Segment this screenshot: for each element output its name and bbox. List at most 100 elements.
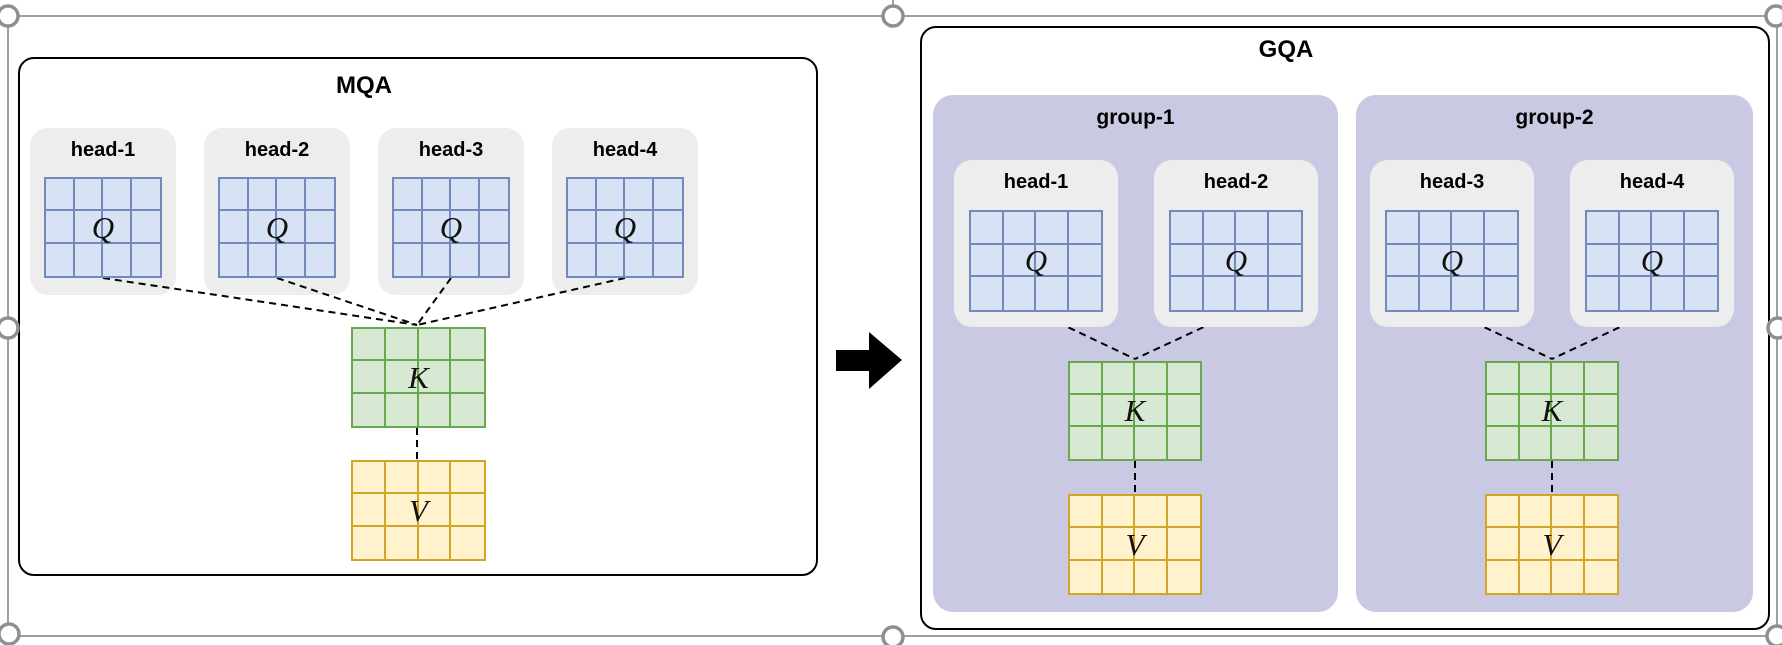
grid-cell (1171, 277, 1204, 310)
grid-cell (103, 179, 132, 212)
grid-cell (74, 211, 103, 244)
grid-cell (1487, 496, 1520, 529)
panel-title-gqa: GQA (1258, 36, 1314, 63)
grid-cell (306, 244, 335, 276)
grid-cell (419, 393, 452, 426)
grid-cell (1519, 395, 1552, 427)
grid-cell (1585, 561, 1618, 593)
q-matrix-grid: Q (1385, 210, 1519, 312)
grid-cell (1552, 395, 1585, 427)
grid-cell (596, 179, 625, 212)
grid-cell (353, 526, 386, 559)
grid-cell (625, 179, 654, 212)
v-matrix-grid: V (351, 460, 486, 561)
selection-handle-bottom-left[interactable] (0, 622, 21, 645)
grid-cell (277, 179, 306, 212)
head-card-label: head-3 (418, 139, 484, 161)
grid-cell (1203, 244, 1236, 278)
grid-cell (568, 243, 597, 276)
grid-cell (451, 243, 480, 276)
head-card-label: head-4 (592, 139, 658, 161)
selection-handle-top-right[interactable] (1764, 4, 1782, 28)
grid-cell (46, 211, 75, 244)
grid-cell (1036, 277, 1069, 310)
grid-cell (423, 243, 451, 276)
grid-cell (1167, 395, 1200, 427)
q-matrix-grid: Q (969, 210, 1103, 312)
grid-cell (1620, 277, 1652, 310)
selection-handle-top-left[interactable] (0, 4, 20, 28)
grid-cell (418, 462, 452, 495)
grid-cell (1268, 212, 1301, 245)
grid-cell (451, 494, 484, 527)
grid-cell (353, 361, 386, 394)
grid-cell (1587, 244, 1620, 278)
q-matrix-grid: Q (566, 177, 684, 278)
grid-cell (1070, 395, 1103, 427)
grid-cell (1619, 244, 1652, 278)
grid-cell (1236, 277, 1269, 310)
grid-cell (1519, 496, 1552, 529)
grid-cell (625, 243, 654, 276)
grid-cell (1584, 528, 1617, 561)
grid-cell (132, 244, 161, 276)
right-arrow-icon (836, 332, 902, 389)
grid-cell (971, 212, 1004, 245)
grid-cell (971, 277, 1004, 310)
selection-handle-middle-left[interactable] (0, 316, 20, 340)
grid-cell (568, 179, 597, 212)
grid-cell (625, 211, 654, 244)
grid-cell (1268, 245, 1301, 278)
grid-cell (1070, 496, 1103, 529)
grid-cell (480, 244, 509, 276)
grid-cell (220, 179, 249, 212)
grid-cell (1587, 212, 1620, 245)
selection-handle-middle-right[interactable] (1766, 316, 1782, 340)
grid-cell (385, 361, 419, 394)
grid-cell (451, 394, 484, 426)
selection-handle-bottom-center[interactable] (881, 625, 905, 645)
q-matrix-grid: Q (1169, 210, 1303, 312)
grid-cell (1519, 528, 1552, 561)
grid-cell (1452, 277, 1485, 310)
grid-cell (1552, 427, 1585, 459)
grid-cell (1487, 427, 1520, 459)
q-matrix-grid: Q (1585, 210, 1719, 312)
grid-cell (1102, 496, 1135, 529)
grid-cell (1103, 427, 1135, 459)
grid-cell (568, 211, 597, 244)
grid-cell (1236, 244, 1269, 278)
grid-cell (1004, 277, 1036, 310)
grid-cell (394, 179, 423, 212)
grid-cell (1419, 244, 1452, 278)
head-card-label: head-2 (244, 139, 310, 161)
grid-cell (1103, 560, 1135, 593)
grid-cell (1070, 560, 1103, 593)
grid-cell (385, 462, 419, 495)
grid-cell (479, 179, 508, 212)
grid-cell (1584, 363, 1617, 395)
grid-cell (1167, 496, 1200, 529)
grid-cell (353, 393, 386, 426)
k-matrix-grid: K (1485, 361, 1619, 461)
grid-cell (1204, 277, 1236, 310)
head-card-label: head-4 (1619, 171, 1685, 193)
grid-cell (1519, 363, 1552, 395)
selection-handle-top-center[interactable] (881, 4, 905, 28)
grid-cell (1003, 244, 1036, 278)
grid-cell (1387, 244, 1420, 278)
selection-handle-bottom-right[interactable] (1765, 624, 1782, 645)
grid-cell (1069, 277, 1102, 310)
grid-cell (1036, 244, 1069, 278)
head-card-label: head-1 (1003, 171, 1069, 193)
grid-cell (419, 526, 452, 559)
grid-cell (1685, 277, 1718, 310)
grid-cell (394, 211, 423, 244)
grid-cell (385, 494, 419, 527)
grid-cell (418, 361, 452, 394)
grid-cell (451, 211, 480, 244)
grid-cell (1135, 528, 1168, 561)
grid-cell (1070, 528, 1103, 561)
grid-cell (479, 211, 508, 244)
